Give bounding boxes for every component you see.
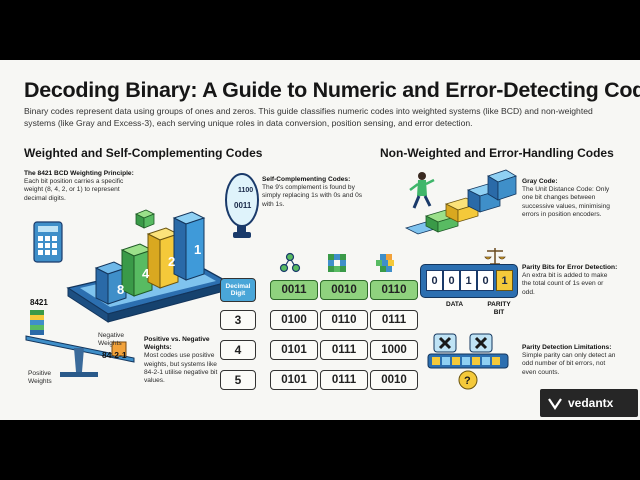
- parity-body: An extra bit is added to make the total …: [522, 272, 608, 296]
- calculator-icon: [33, 221, 63, 263]
- table-cell: 0100: [270, 310, 318, 330]
- negative-weights-label: Negative Weights: [98, 332, 125, 348]
- gray-code-title: Gray Code:: [522, 178, 558, 185]
- error-x-icon: [433, 333, 457, 353]
- neg-code-label: 84-2-1: [102, 350, 127, 360]
- data-bit: 0: [443, 270, 460, 291]
- table-cell: 0111: [370, 310, 418, 330]
- data-label: DATA: [446, 301, 464, 308]
- limits-title: Parity Detection Limitations:: [522, 344, 612, 351]
- positive-weights-label: Positive Weights: [28, 370, 52, 386]
- logo-mark-icon: [548, 398, 562, 410]
- network-icon: [279, 252, 301, 273]
- table-cell: 0110: [320, 310, 368, 330]
- self-complementing-note: Self-Complementing Codes: The 9's comple…: [262, 176, 374, 209]
- parity-label: PARITY BIT: [487, 301, 511, 316]
- table-cell: 0101: [270, 370, 318, 390]
- bcd-note: The 8421 BCD Weighting Principle: Each b…: [24, 170, 136, 203]
- gray-code-body: The Unit Distance Code: Only one bit cha…: [522, 186, 610, 218]
- green-cube: [135, 209, 155, 229]
- parity-limitation-illustration: ?: [427, 333, 509, 390]
- right-section-heading: Non-Weighted and Error-Handling Codes: [380, 146, 614, 160]
- data-bit: 0: [477, 270, 494, 291]
- table-cell: 1000: [370, 340, 418, 360]
- error-x-icon: [469, 333, 493, 353]
- infographic: Decoding Binary: A Guide to Numeric and …: [0, 60, 640, 420]
- self-comp-body: The 9's complement is found by simply re…: [262, 184, 363, 208]
- bcd-note-title: The 8421 BCD Weighting Principle:: [24, 170, 134, 177]
- parity-limitations-note: Parity Detection Limitations: Simple par…: [522, 344, 620, 377]
- column-icons: [279, 252, 394, 273]
- parity-note: Parity Bits for Error Detection: An extr…: [522, 264, 618, 297]
- decimal-digit-header: Decimal Digit: [220, 278, 256, 302]
- pos-neg-title: Positive vs. Negative Weights:: [144, 336, 210, 352]
- question-icon: [458, 370, 478, 390]
- mirror-top-code: 1100: [238, 187, 253, 194]
- positive-weight-stack: [30, 310, 44, 335]
- mirror-lens-code: 0011: [234, 201, 252, 210]
- label-8421: 8421: [30, 298, 48, 307]
- negative-weight-box: [111, 341, 127, 357]
- table-cell: 0101: [270, 340, 318, 360]
- pos-neg-note: Positive vs. Negative Weights: Most code…: [144, 336, 226, 385]
- mirror-icon: [225, 173, 259, 238]
- block-digit-8: 8: [117, 282, 124, 297]
- parity-bit: 1: [496, 270, 513, 291]
- limits-body: Simple parity can only detect an odd num…: [522, 352, 616, 376]
- code-header-cell-3: 0110: [370, 280, 418, 300]
- digit-cell-3: 3: [220, 310, 256, 330]
- data-bit: 0: [426, 270, 443, 291]
- data-bit: 1: [460, 270, 477, 291]
- bcd-note-body: Each bit position carries a specific wei…: [24, 178, 124, 202]
- logo-text: vedantx: [568, 396, 614, 410]
- self-comp-title: Self-Complementing Codes:: [262, 176, 351, 183]
- code-header-cell-2: 0010: [320, 280, 368, 300]
- balance-scale-icon: [484, 248, 506, 265]
- digit-cell-5: 5: [220, 370, 256, 390]
- vedantx-logo: vedantx: [540, 389, 638, 417]
- table-cell: 0010: [370, 370, 418, 390]
- gray-code-note: Gray Code: The Unit Distance Code: Only …: [522, 178, 618, 219]
- table-cell: 0111: [320, 370, 368, 390]
- parity-title: Parity Bits for Error Detection:: [522, 264, 618, 271]
- block-digit-1: 1: [194, 242, 201, 257]
- bcd-device-illustration: 8 4 2 1 1100 0011: [33, 173, 259, 323]
- table-cell: 0111: [320, 340, 368, 360]
- weight-balance-illustration: [25, 310, 135, 377]
- left-section-heading: Weighted and Self-Complementing Codes: [24, 146, 263, 160]
- block-digit-2: 2: [168, 254, 175, 269]
- code-header-cell-1: 0011: [270, 280, 318, 300]
- digit-cell-4: 4: [220, 340, 256, 360]
- stacked-blocks-icon: [376, 254, 394, 272]
- question-mark: ?: [464, 375, 471, 387]
- stair-blocks: [404, 169, 517, 235]
- weight-block-1: [172, 211, 206, 281]
- pixel-grid-icon: [328, 254, 346, 272]
- gray-code-stairs-illustration: [404, 169, 517, 235]
- block-digit-4: 4: [142, 266, 150, 281]
- intro-text: Binary codes represent data using groups…: [24, 106, 593, 128]
- data-tape: [427, 353, 509, 369]
- pos-neg-body: Most codes use positive weights, but sys…: [144, 352, 218, 385]
- page-title: Decoding Binary: A Guide to Numeric and …: [24, 78, 640, 102]
- climber-figure: [409, 172, 435, 209]
